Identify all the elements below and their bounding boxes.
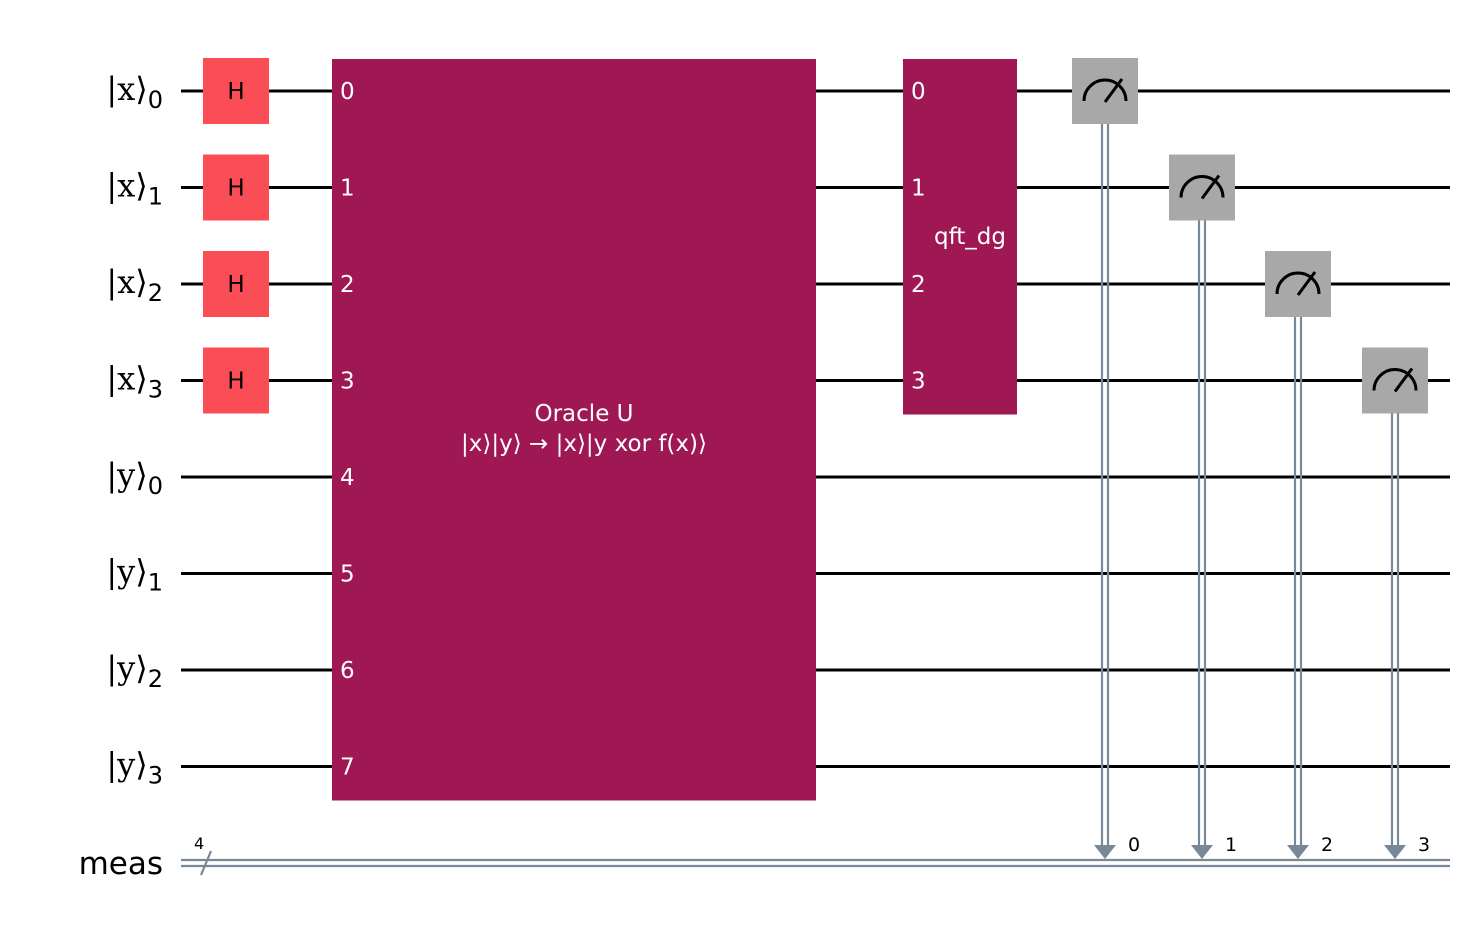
measure-box bbox=[1362, 347, 1428, 414]
qft-port-label: 1 bbox=[911, 176, 926, 202]
classical-bit-label: 3 bbox=[1418, 834, 1430, 856]
h-gate-label: H bbox=[227, 272, 244, 298]
h-gate-3 bbox=[203, 347, 269, 414]
qubit-label-index: 1 bbox=[148, 183, 163, 211]
qubit-label-ket: |y⟩ bbox=[106, 649, 147, 687]
h-gate-1 bbox=[203, 154, 269, 221]
classical-bit-label: 1 bbox=[1225, 834, 1237, 856]
h-gate-0 bbox=[203, 58, 269, 124]
qubit-label-index: 2 bbox=[148, 665, 163, 693]
measure-arrow-icon bbox=[1287, 845, 1309, 859]
measure-arrow-icon bbox=[1094, 845, 1116, 859]
oracle-port-label: 4 bbox=[340, 465, 355, 491]
register-width-slash bbox=[199, 850, 213, 876]
oracle-subtitle: |x⟩|y⟩ → |x⟩|y xor f(x)⟩ bbox=[461, 431, 707, 457]
qubit-label-index: 0 bbox=[148, 86, 163, 114]
measure-box bbox=[1169, 154, 1235, 221]
qubit-label-index: 3 bbox=[148, 762, 163, 790]
meter-needle bbox=[1200, 174, 1221, 200]
meter-icon bbox=[1179, 175, 1225, 198]
qubit-label-0: |x⟩0 bbox=[106, 70, 163, 114]
h-gate-2 bbox=[203, 251, 269, 317]
measure-gate-2: 2 bbox=[1265, 251, 1333, 859]
qft-port-label: 0 bbox=[911, 79, 926, 105]
oracle-port-label: 0 bbox=[340, 79, 355, 105]
qubit-label-1: |x⟩1 bbox=[106, 167, 163, 211]
meter-needle bbox=[1296, 271, 1317, 296]
qubit-label-ket: |x⟩ bbox=[106, 263, 147, 301]
qft-port-label: 3 bbox=[911, 369, 926, 395]
qubit-label-5: |y⟩1 bbox=[106, 553, 163, 597]
meter-icon bbox=[1275, 271, 1321, 295]
qubit-label-index: 3 bbox=[148, 376, 163, 404]
measure-box bbox=[1072, 58, 1138, 124]
qubit-label-ket: |x⟩ bbox=[106, 70, 147, 108]
h-gate-label: H bbox=[227, 176, 244, 202]
qubit-label-7: |y⟩3 bbox=[106, 746, 163, 790]
qft-port-label: 2 bbox=[911, 272, 926, 298]
oracle-port-label: 7 bbox=[340, 755, 355, 781]
meter-icon bbox=[1082, 78, 1128, 102]
qubit-label-ket: |x⟩ bbox=[106, 167, 147, 205]
measure-gate-0: 0 bbox=[1072, 58, 1140, 859]
oracle-port-label: 3 bbox=[340, 369, 355, 395]
h-gate-label: H bbox=[227, 79, 244, 105]
classical-bit-label: 2 bbox=[1321, 834, 1333, 856]
oracle-port-label: 5 bbox=[340, 562, 355, 588]
qubit-label-4: |y⟩0 bbox=[106, 456, 163, 500]
oracle-title: Oracle U bbox=[535, 401, 634, 427]
register-width-label: 4 bbox=[194, 834, 204, 853]
oracle-port-label: 6 bbox=[340, 658, 355, 684]
measure-box bbox=[1265, 251, 1331, 317]
measure-arrow-icon bbox=[1191, 845, 1213, 859]
gates-layer: H H H H 0 1 2 3 4 5 6 7 Oracle U |x⟩|y⟩ → |x⟩|y xor f… bbox=[203, 58, 1430, 859]
meter-icon bbox=[1372, 368, 1418, 391]
qubit-label-index: 2 bbox=[148, 279, 163, 307]
qubit-label-index: 0 bbox=[148, 472, 163, 500]
qubit-label-2: |x⟩2 bbox=[106, 263, 163, 307]
qft-title: qft_dg bbox=[934, 224, 1006, 250]
qubit-label-index: 1 bbox=[148, 569, 163, 597]
qubit-label-ket: |y⟩ bbox=[106, 456, 147, 494]
qubit-label-ket: |y⟩ bbox=[106, 746, 147, 784]
measure-arrow-icon bbox=[1384, 845, 1406, 859]
measure-gate-1: 1 bbox=[1169, 154, 1237, 859]
classical-bit-label: 0 bbox=[1128, 834, 1140, 856]
qft-dagger-gate bbox=[903, 59, 1017, 415]
meter-needle bbox=[1103, 78, 1124, 103]
h-gate-label: H bbox=[227, 369, 244, 395]
meter-needle bbox=[1393, 367, 1414, 393]
oracle-port-label: 1 bbox=[340, 176, 355, 202]
oracle-gate bbox=[332, 59, 816, 801]
measure-gate-3: 3 bbox=[1362, 347, 1430, 859]
classical-register-label: meas bbox=[79, 846, 163, 882]
qubit-label-6: |y⟩2 bbox=[106, 649, 163, 693]
qubit-label-ket: |x⟩ bbox=[106, 360, 147, 398]
qubit-label-ket: |y⟩ bbox=[106, 553, 147, 591]
oracle-port-label: 2 bbox=[340, 272, 355, 298]
qubit-label-3: |x⟩3 bbox=[106, 360, 163, 404]
